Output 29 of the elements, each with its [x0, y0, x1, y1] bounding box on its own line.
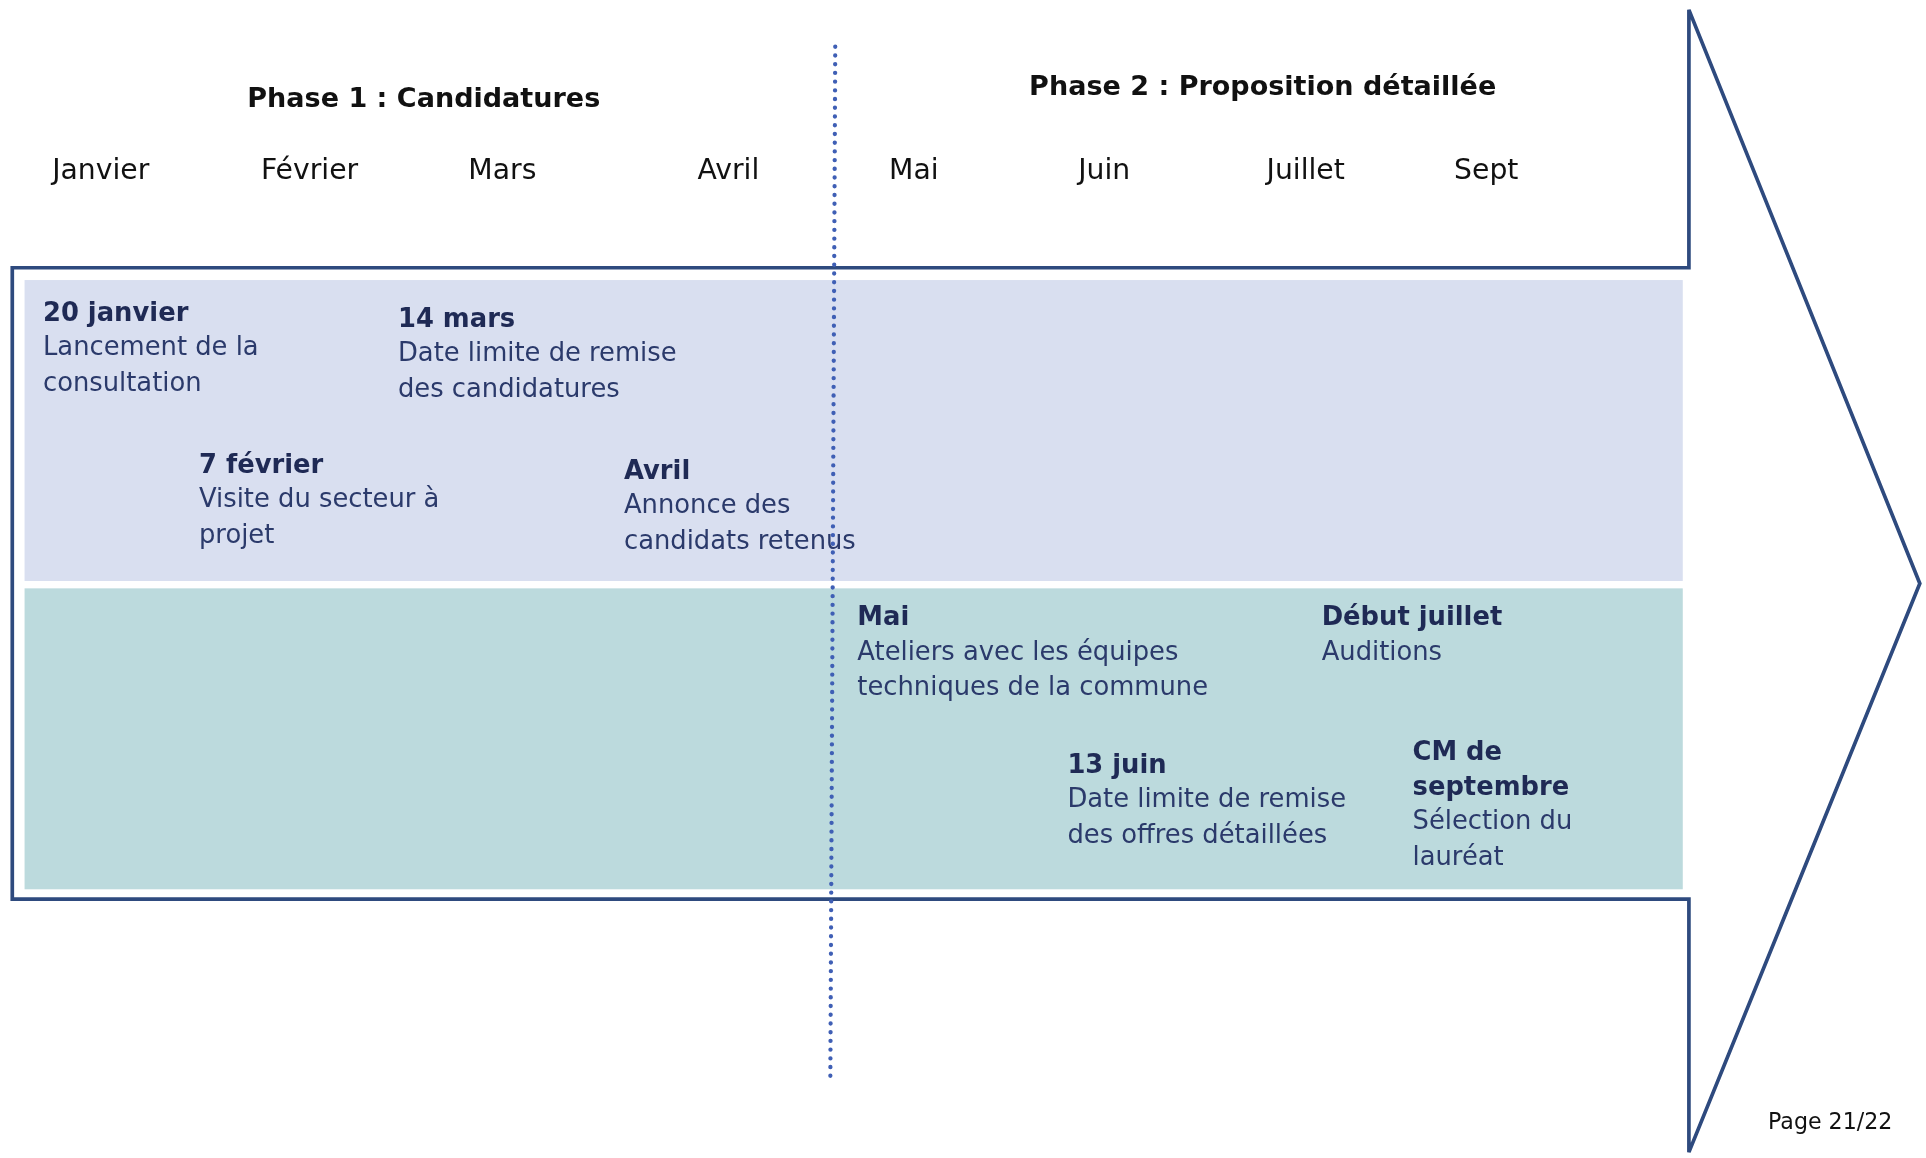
month-label: Mars [468, 153, 537, 186]
month-label: Juin [1078, 153, 1131, 186]
page-number: Page 21/22 [1768, 1108, 1893, 1135]
milestone-description: Date limite de remise des offres détaillées [1067, 782, 1347, 851]
milestone-description: Lancement de la consultation [43, 330, 260, 399]
milestone-date: 20 janvier [43, 296, 190, 329]
phase-heading: Phase 1 : Candidatures [247, 82, 601, 114]
timeline-band [24, 588, 1683, 890]
month-label: Sept [1454, 153, 1519, 186]
milestone-date: CM de septembre [1412, 736, 1571, 803]
milestone-date: Avril [624, 454, 692, 488]
milestone-description: Date limite de remise des candidatures [397, 336, 678, 405]
milestone-date: 7 février [199, 448, 325, 482]
milestone-date: 14 mars [397, 302, 517, 335]
milestone-date: Début juillet [1321, 600, 1504, 634]
month-label: Janvier [52, 153, 150, 186]
milestone-date: 13 juin [1067, 748, 1168, 781]
phase-heading: Phase 2 : Proposition détaillée [1029, 70, 1497, 102]
milestone-description: Ateliers avec les équipes techniques de la commune [857, 635, 1209, 704]
month-label: Avril [697, 153, 760, 186]
milestone-description: Visite du secteur à projet [199, 482, 441, 552]
month-label: Juillet [1266, 153, 1345, 186]
month-label: Février [260, 153, 359, 186]
month-label: Mai [889, 153, 939, 186]
milestone-description: Auditions [1321, 635, 1444, 668]
milestone-date: Mai [857, 600, 911, 634]
milestone-description: Annonce des candidats retenus [624, 489, 857, 558]
milestone-description: Sélection du lauréat [1412, 804, 1574, 873]
timeline-band [24, 280, 1683, 581]
